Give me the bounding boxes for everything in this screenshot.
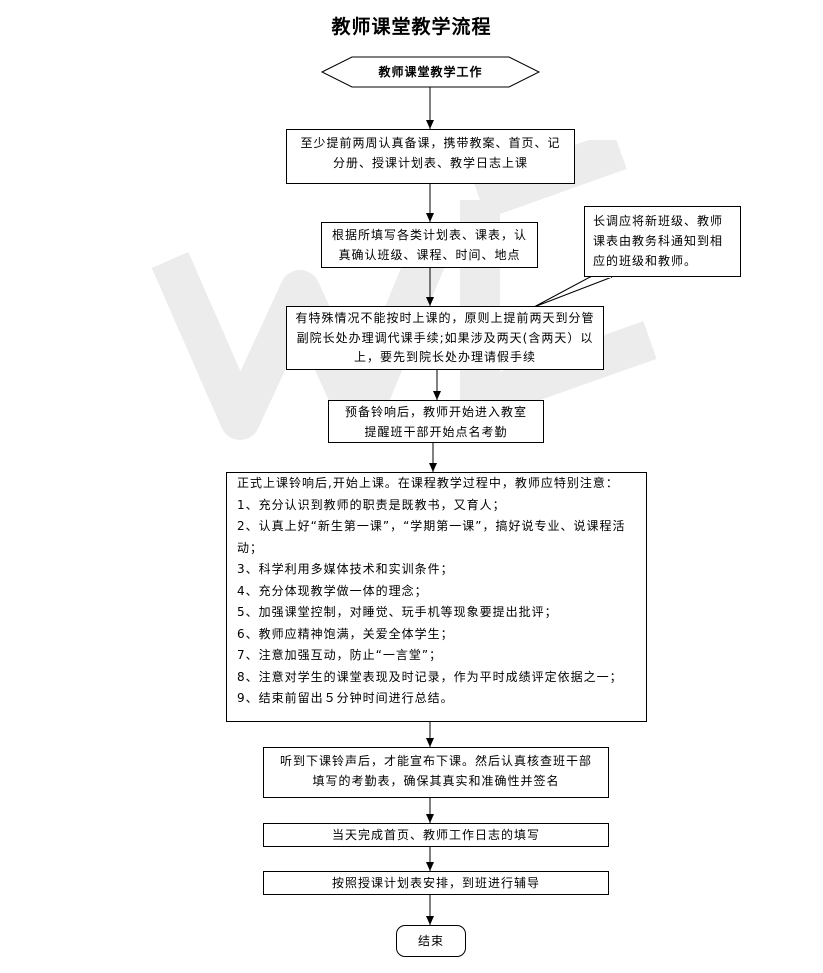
main-item-6: 6、教师应精神饱满，关爱全体学生；: [237, 626, 454, 641]
main-intro: 正式上课铃响后,开始上课。在课程教学过程中，教师应特别注意：: [237, 476, 619, 490]
main-item-3: 3、科学利用多媒体技术和实训条件；: [237, 562, 454, 576]
page-title: 教师课堂教学流程: [331, 16, 492, 38]
main-item-1: 1、充分认识到教师的职责是既教书，又育人；: [237, 497, 506, 512]
main-item-7: 7、注意加强互动，防止“一言堂”；: [237, 648, 443, 662]
main-item-5: 5、加强课堂控制，对睡觉、玩手机等现象要提出批评；: [237, 605, 558, 619]
end-node: 结束: [396, 925, 466, 957]
main-item-8: 8、注意对学生的课堂表现及时记录，作为平时成绩评定依据之一；: [237, 669, 623, 684]
step-enter-classroom: 预备铃响后，教师开始进入教室提醒班干部开始点名考勤: [328, 400, 544, 443]
main-item-9: 9、结束前留出５分钟时间进行总结。: [237, 691, 454, 705]
start-hexagon: [320, 56, 541, 88]
step-class-main: 正式上课铃响后,开始上课。在课程教学过程中，教师应特别注意： 1、充分认识到教师…: [226, 472, 647, 722]
main-item-2: 2、认真上好“新生第一课”，“学期第一课”，搞好说专业、说课程活动；: [237, 519, 626, 555]
note-callout-pointer: [533, 276, 613, 308]
step-tutoring: 按照授课计划表安排，到班进行辅导: [263, 871, 609, 895]
step-leave-procedure: 有特殊情况不能按时上课的，原则上提前两天到分管副院长处办理调代课手续;如果涉及两…: [286, 306, 604, 370]
step-fill-log: 当天完成首页、教师工作日志的填写: [263, 823, 609, 847]
start-node-label: 教师课堂教学工作: [378, 65, 483, 79]
step-confirm-schedule: 根据所填写各类计划表、课表，认真确认班级、课程、时间、地点: [321, 222, 538, 268]
main-item-4: 4、充分体现教学做一体的理念；: [237, 583, 428, 598]
note-box: 长调应将新班级、教师课表由教务科通知到相应的班级和教师。: [584, 206, 741, 277]
step-prepare-lesson: 至少提前两周认真备课，携带教案、首页、记分册、授课计划表、教学日志上课: [286, 129, 575, 184]
step-end-class: 听到下课铃声后，才能宣布下课。然后认真核查班干部填写的考勤表，确保其真实和准确性…: [263, 747, 609, 798]
